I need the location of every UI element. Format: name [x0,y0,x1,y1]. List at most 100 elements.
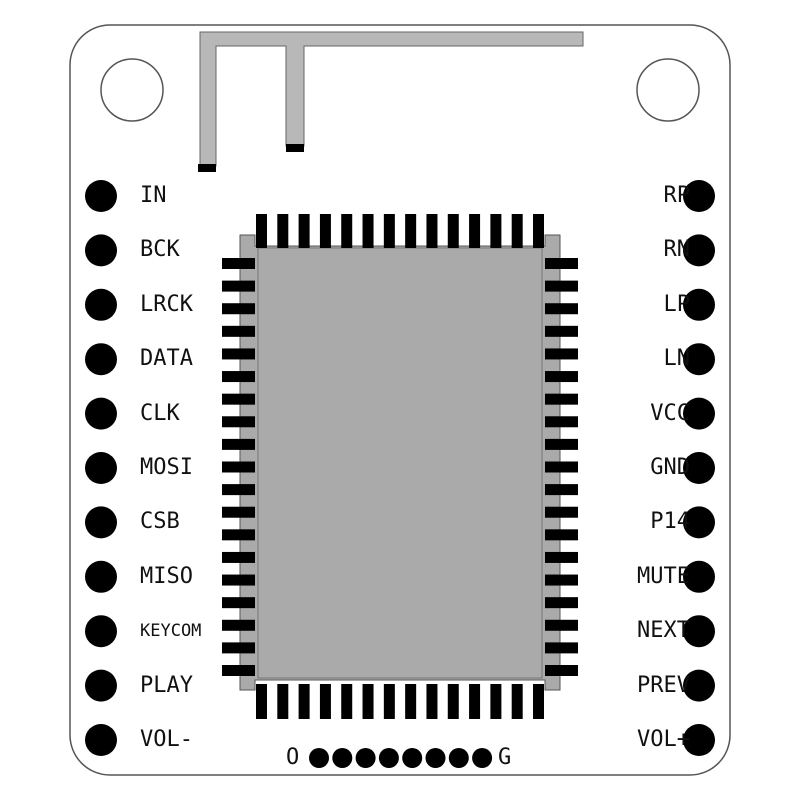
left-header-pad [85,560,117,593]
chip-pad-top [256,214,267,248]
left-header-pad [85,397,117,430]
chip-pad-left [222,438,255,450]
chip-pad-right [545,416,578,428]
chip-pad-top [469,214,481,248]
left-header-pad [85,506,117,539]
chip-pad-left [222,303,255,315]
chip-pad-left [222,574,255,586]
right-header-pad [683,343,715,376]
pin-label-vol-plus: VOL+ [637,727,690,752]
chip-pad-left [222,506,255,518]
bottom-header-pad [309,748,329,768]
pin-label-next: NEXT [637,618,690,644]
chip-pad-top [277,214,289,248]
chip-pad-left [222,642,255,654]
right-header-pad [683,615,715,648]
chip-pad-bottom [511,684,523,719]
chip-pad-right [545,438,578,450]
chip-pad-right [545,551,578,563]
chip-pad-left [222,529,255,541]
chip-pad-top [362,214,374,248]
bottom-header-pad [472,748,493,768]
pin-label-lrck: LRCK [140,291,193,317]
right-header-pad [683,234,715,267]
chip-pad-top [533,214,544,248]
chip-pad-bottom [405,684,417,719]
left-header-pad [85,180,117,212]
right-header-pad [683,288,715,321]
chip-pad-bottom [256,684,267,719]
right-header-pad [683,560,715,593]
chip-pad-left [222,484,255,496]
pin-label-keycom: KEYCOM [140,621,202,642]
left-header-pads [85,180,117,756]
pin-label-ln: LN [663,346,691,372]
chip-pad-left [222,551,255,563]
right-header-pad [683,724,715,756]
bottom-header-pad [448,748,469,768]
pin-label-bck: BCK [140,237,180,263]
chip-pad-right [545,325,578,337]
right-header-pads [683,180,715,756]
bottom-header-pad [332,748,353,768]
chip-pad-top [426,214,438,248]
right-header-pad [683,669,715,702]
bottom-label-g: G [498,745,512,770]
qfp-chip [222,214,578,719]
chip-pad-right [545,642,578,654]
chip-pad-right [545,280,578,292]
bottom-header-pads [309,748,493,768]
chip-pad-top [511,214,523,248]
chip-pad-right [545,574,578,586]
chip-pad-top [298,214,310,248]
pin-label-miso: MISO [140,563,193,589]
chip-pad-top [319,214,331,248]
chip-pad-right [545,506,578,518]
chip-pad-left [222,258,255,269]
chip-pads-bottom [256,684,544,719]
right-header-pad [683,506,715,539]
pin-label-data: DATA [140,346,193,372]
pin-label-gnd: GND [650,455,690,480]
bottom-header-pad [425,748,446,768]
chip-pad-left [222,416,255,428]
chip-pads-right [545,258,578,676]
pin-label-prev: PREV [637,672,690,698]
chip-pad-bottom [447,684,459,719]
chip-pad-right [545,393,578,405]
left-header-pad [85,724,117,756]
chip-pad-right [545,348,578,360]
pin-label-vol-minus: VOL- [140,727,193,752]
chip-pad-right [545,619,578,631]
pin-label-mute: MUTE [637,563,690,589]
chip-pad-left [222,371,255,383]
left-header-pad [85,343,117,376]
chip-pad-bottom [533,684,544,719]
antenna-trace [198,31,584,172]
chip-pad-right [545,303,578,315]
chip-pad-bottom [362,684,374,719]
left-header-pad [85,288,117,321]
chip-pad-top [405,214,417,248]
chip-pad-top [341,214,353,248]
chip-pad-bottom [383,684,395,719]
chip-pad-bottom [319,684,331,719]
left-header-pad [85,234,117,267]
pin-label-play: PLAY [140,672,193,698]
bottom-header-pad [402,748,423,768]
bottom-label-o: O [286,745,300,770]
chip-pad-bottom [490,684,502,719]
bottom-header-pad [355,748,376,768]
chip-pad-left [222,619,255,631]
left-header-pad [85,615,117,648]
right-header-pad [683,397,715,430]
pin-label-vcc: VCC [650,400,690,426]
mounting-hole-left [100,58,164,122]
chip-pad-bottom [298,684,310,719]
pin-label-lp: LP [663,291,691,317]
chip-pad-right [545,597,578,609]
antenna-feed-pad [198,164,216,172]
right-header-pad [683,180,715,212]
chip-pad-left [222,280,255,292]
